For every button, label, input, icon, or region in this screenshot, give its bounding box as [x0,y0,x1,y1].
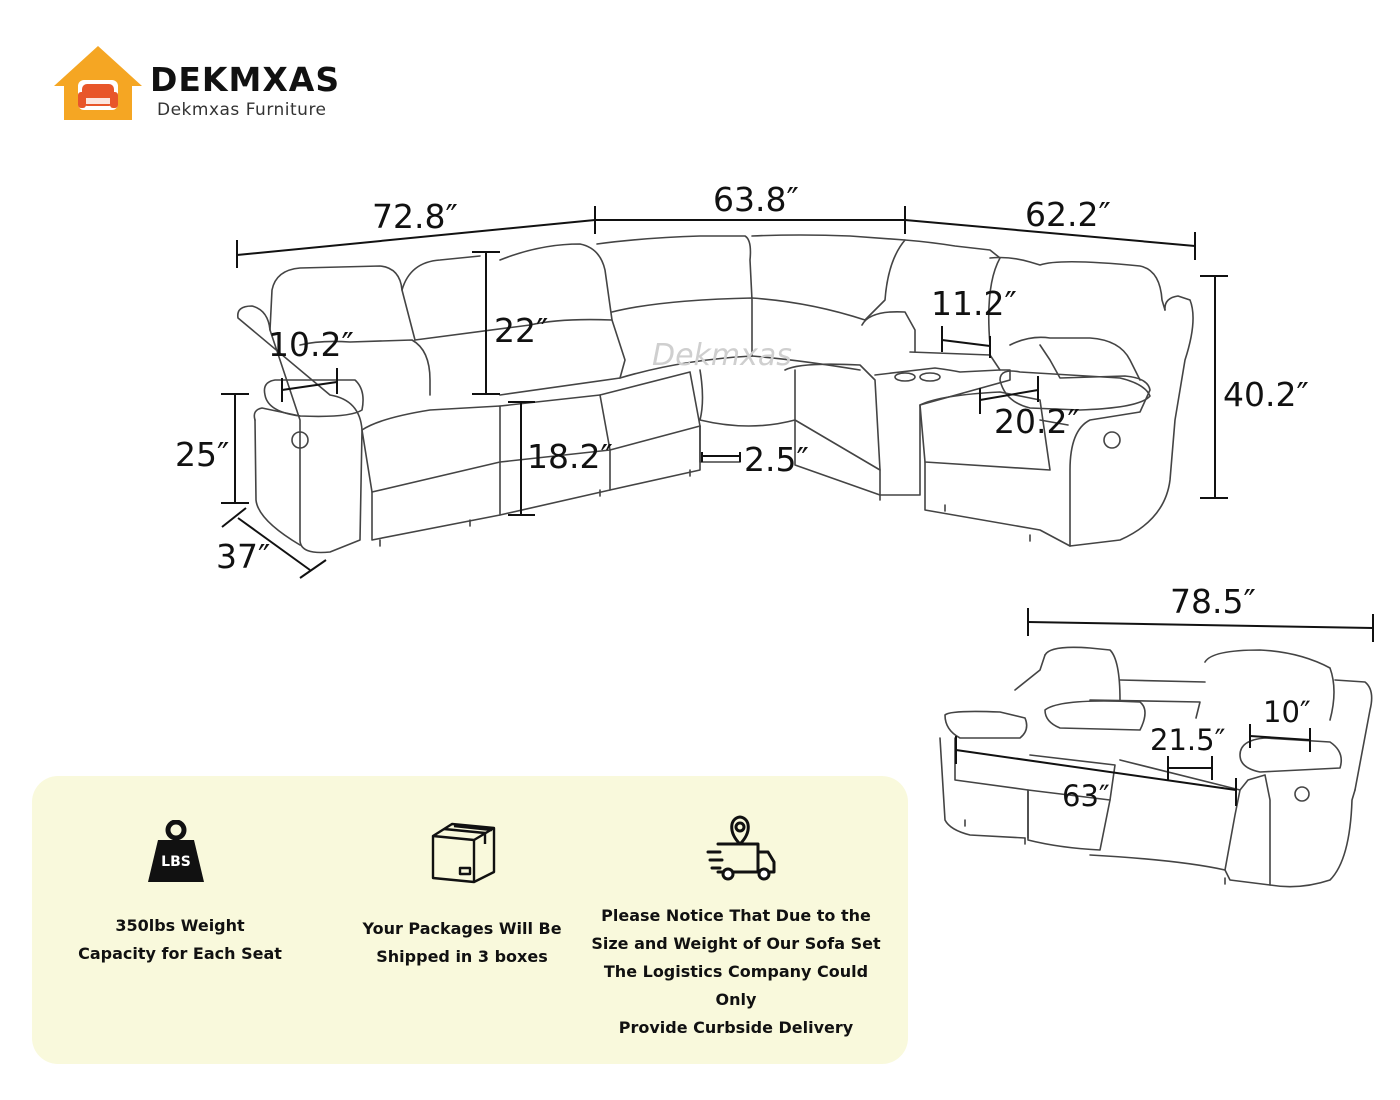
sectional-left-back [269,265,416,341]
package-box-icon [430,822,496,884]
weight-lbs-icon: LBS [146,819,206,884]
dim-back-height: 22″ [494,311,549,350]
dim-depth: 37″ [216,537,271,576]
info-delivery-line-2: Size and Weight of Our Sofa Set [591,934,881,953]
sectional-left-arm [236,305,363,554]
brand-name: DEKMXAS [150,60,341,99]
dim-total-height: 40.2″ [1223,375,1309,414]
dim-sofa-seat-width: 21.5″ [1150,723,1226,757]
dim-sofa-total-width: 78.5″ [1170,582,1256,621]
info-weight-line-2: Capacity for Each Seat [78,944,282,963]
dimension-lines [221,206,1374,806]
weight-icon-label: LBS [161,854,191,870]
dim-clearance: 2.5″ [744,440,809,479]
info-weight-line-1: 350lbs Weight [115,916,245,935]
dim-arm-width: 10.2″ [268,325,354,364]
delivery-truck-icon [706,814,778,882]
dim-sofa-seat-span: 63″ [1062,779,1110,813]
info-package-line-1: Your Packages Will Be [362,919,562,938]
info-package-line-2: Shipped in 3 boxes [376,947,548,966]
dim-seat-width: 20.2″ [994,402,1080,441]
sofa-outline [1044,646,1121,701]
info-delivery-line-1: Please Notice That Due to the [601,906,871,925]
house-armchair-logo-icon [54,46,142,120]
dim-center-width: 63.8″ [713,180,799,219]
brand-subtitle: Dekmxas Furniture [157,100,327,120]
info-delivery-text: Please Notice That Due to the Size and W… [586,902,886,1042]
watermark: Dekmxas [652,338,792,373]
dim-seat-height: 18.2″ [527,437,613,476]
info-delivery-line-3: The Logistics Company Could Only [603,962,869,1009]
dim-console-width: 11.2″ [931,284,1017,323]
brand-logo [52,44,144,122]
info-delivery-line-4: Provide Curbside Delivery [618,1018,854,1037]
info-package-text: Your Packages Will Be Shipped in 3 boxes [352,915,572,971]
dim-right-width: 62.2″ [1025,195,1111,234]
info-weight-text: 350lbs Weight Capacity for Each Seat [70,912,290,968]
dim-left-width: 72.8″ [372,197,458,236]
dim-sofa-arm-width: 10″ [1263,695,1311,729]
dim-arm-height: 25″ [175,435,230,474]
